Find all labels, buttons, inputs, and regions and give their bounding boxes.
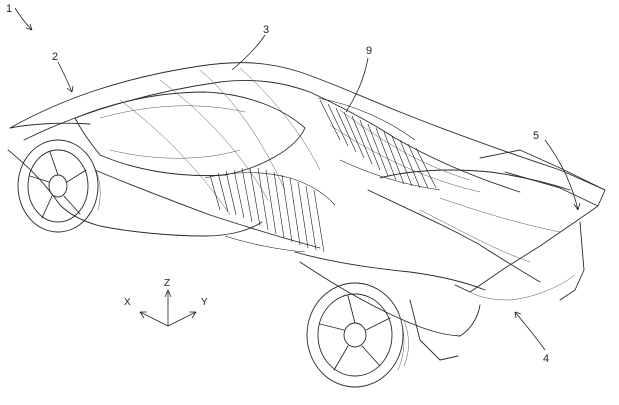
numeral-4: 4 [543,353,549,365]
y-axis [167,311,197,327]
numeral-3: 3 [263,24,269,36]
hatched-vent-right [317,97,441,191]
car-body [7,62,606,361]
leader-1 [14,7,33,31]
leader-lines [14,7,581,351]
leader-5 [544,139,579,211]
numeral-1: 1 [6,3,12,15]
rear-right-wheel [306,282,409,388]
axis-label-y: Y [201,297,208,308]
axis-label-x: X [124,297,131,308]
front-left-wheel [17,139,101,233]
leader-9 [345,57,369,113]
leader-3 [231,34,266,71]
x-axis [139,311,169,327]
leader-4 [514,311,546,351]
coordinate-axes: Z X Y [124,278,208,327]
numeral-2: 2 [52,51,58,63]
numeral-5: 5 [533,130,539,142]
axis-label-z: Z [164,278,170,289]
reference-numerals: 1 2 3 9 5 4 [6,3,549,365]
leader-2 [57,61,73,93]
hatched-vent-center [204,167,336,253]
numeral-9: 9 [366,45,372,57]
